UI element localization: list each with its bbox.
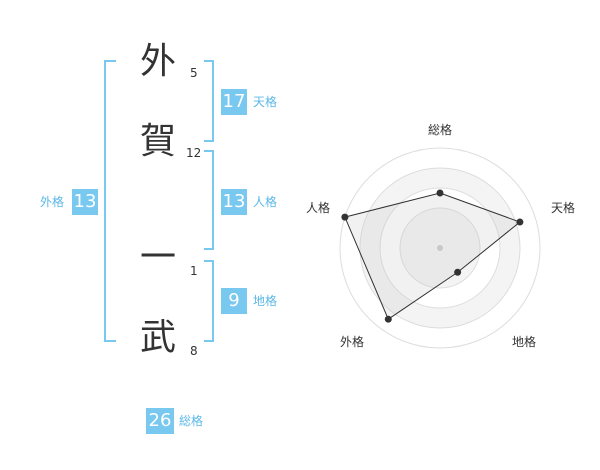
radar-axis-label-soukaku: 総格: [428, 122, 452, 137]
radar-axis-label-chikaku: 地格: [512, 334, 536, 349]
stroke-count-2: 12: [186, 146, 202, 160]
radar-point: [454, 268, 462, 276]
name-char-2: 賀: [140, 121, 177, 162]
soukaku-value: 26: [146, 408, 174, 434]
stroke-count-4: 8: [190, 344, 198, 358]
soukaku-label: 総格: [179, 414, 204, 428]
gaikaku-label: 外格: [40, 195, 65, 209]
radar-points: [341, 189, 524, 323]
tenkaku-bracket: [204, 60, 214, 142]
radar-axis-label-jinkaku: 人格: [306, 200, 330, 215]
chikaku-value: 9: [221, 288, 247, 314]
radar-point: [341, 213, 349, 221]
radar-center-dot: [437, 245, 443, 251]
tenkaku-value: 17: [221, 89, 247, 115]
name-char-1: 外: [140, 41, 177, 82]
stroke-count-3: 1: [190, 264, 198, 278]
gaikaku-value: 13: [72, 189, 98, 215]
name-char-4: 武: [140, 317, 177, 358]
radar-polygon: [344, 192, 521, 320]
chikaku-bracket: [204, 260, 214, 342]
stroke-count-1: 5: [190, 66, 198, 80]
radar-point: [384, 315, 392, 323]
radar-point: [436, 189, 444, 197]
jinkaku-label: 人格: [253, 195, 278, 209]
jinkaku-value: 13: [221, 189, 247, 215]
name-char-3: 一: [140, 237, 177, 278]
jinkaku-bracket: [204, 150, 214, 250]
radar-point: [516, 218, 524, 226]
gaikaku-bracket: [104, 60, 116, 342]
radar-axis-label-gaikaku: 外格: [340, 334, 364, 349]
radar-axis-label-tenkaku: 天格: [551, 200, 575, 215]
tenkaku-label: 天格: [253, 95, 278, 109]
chikaku-label: 地格: [253, 294, 278, 308]
